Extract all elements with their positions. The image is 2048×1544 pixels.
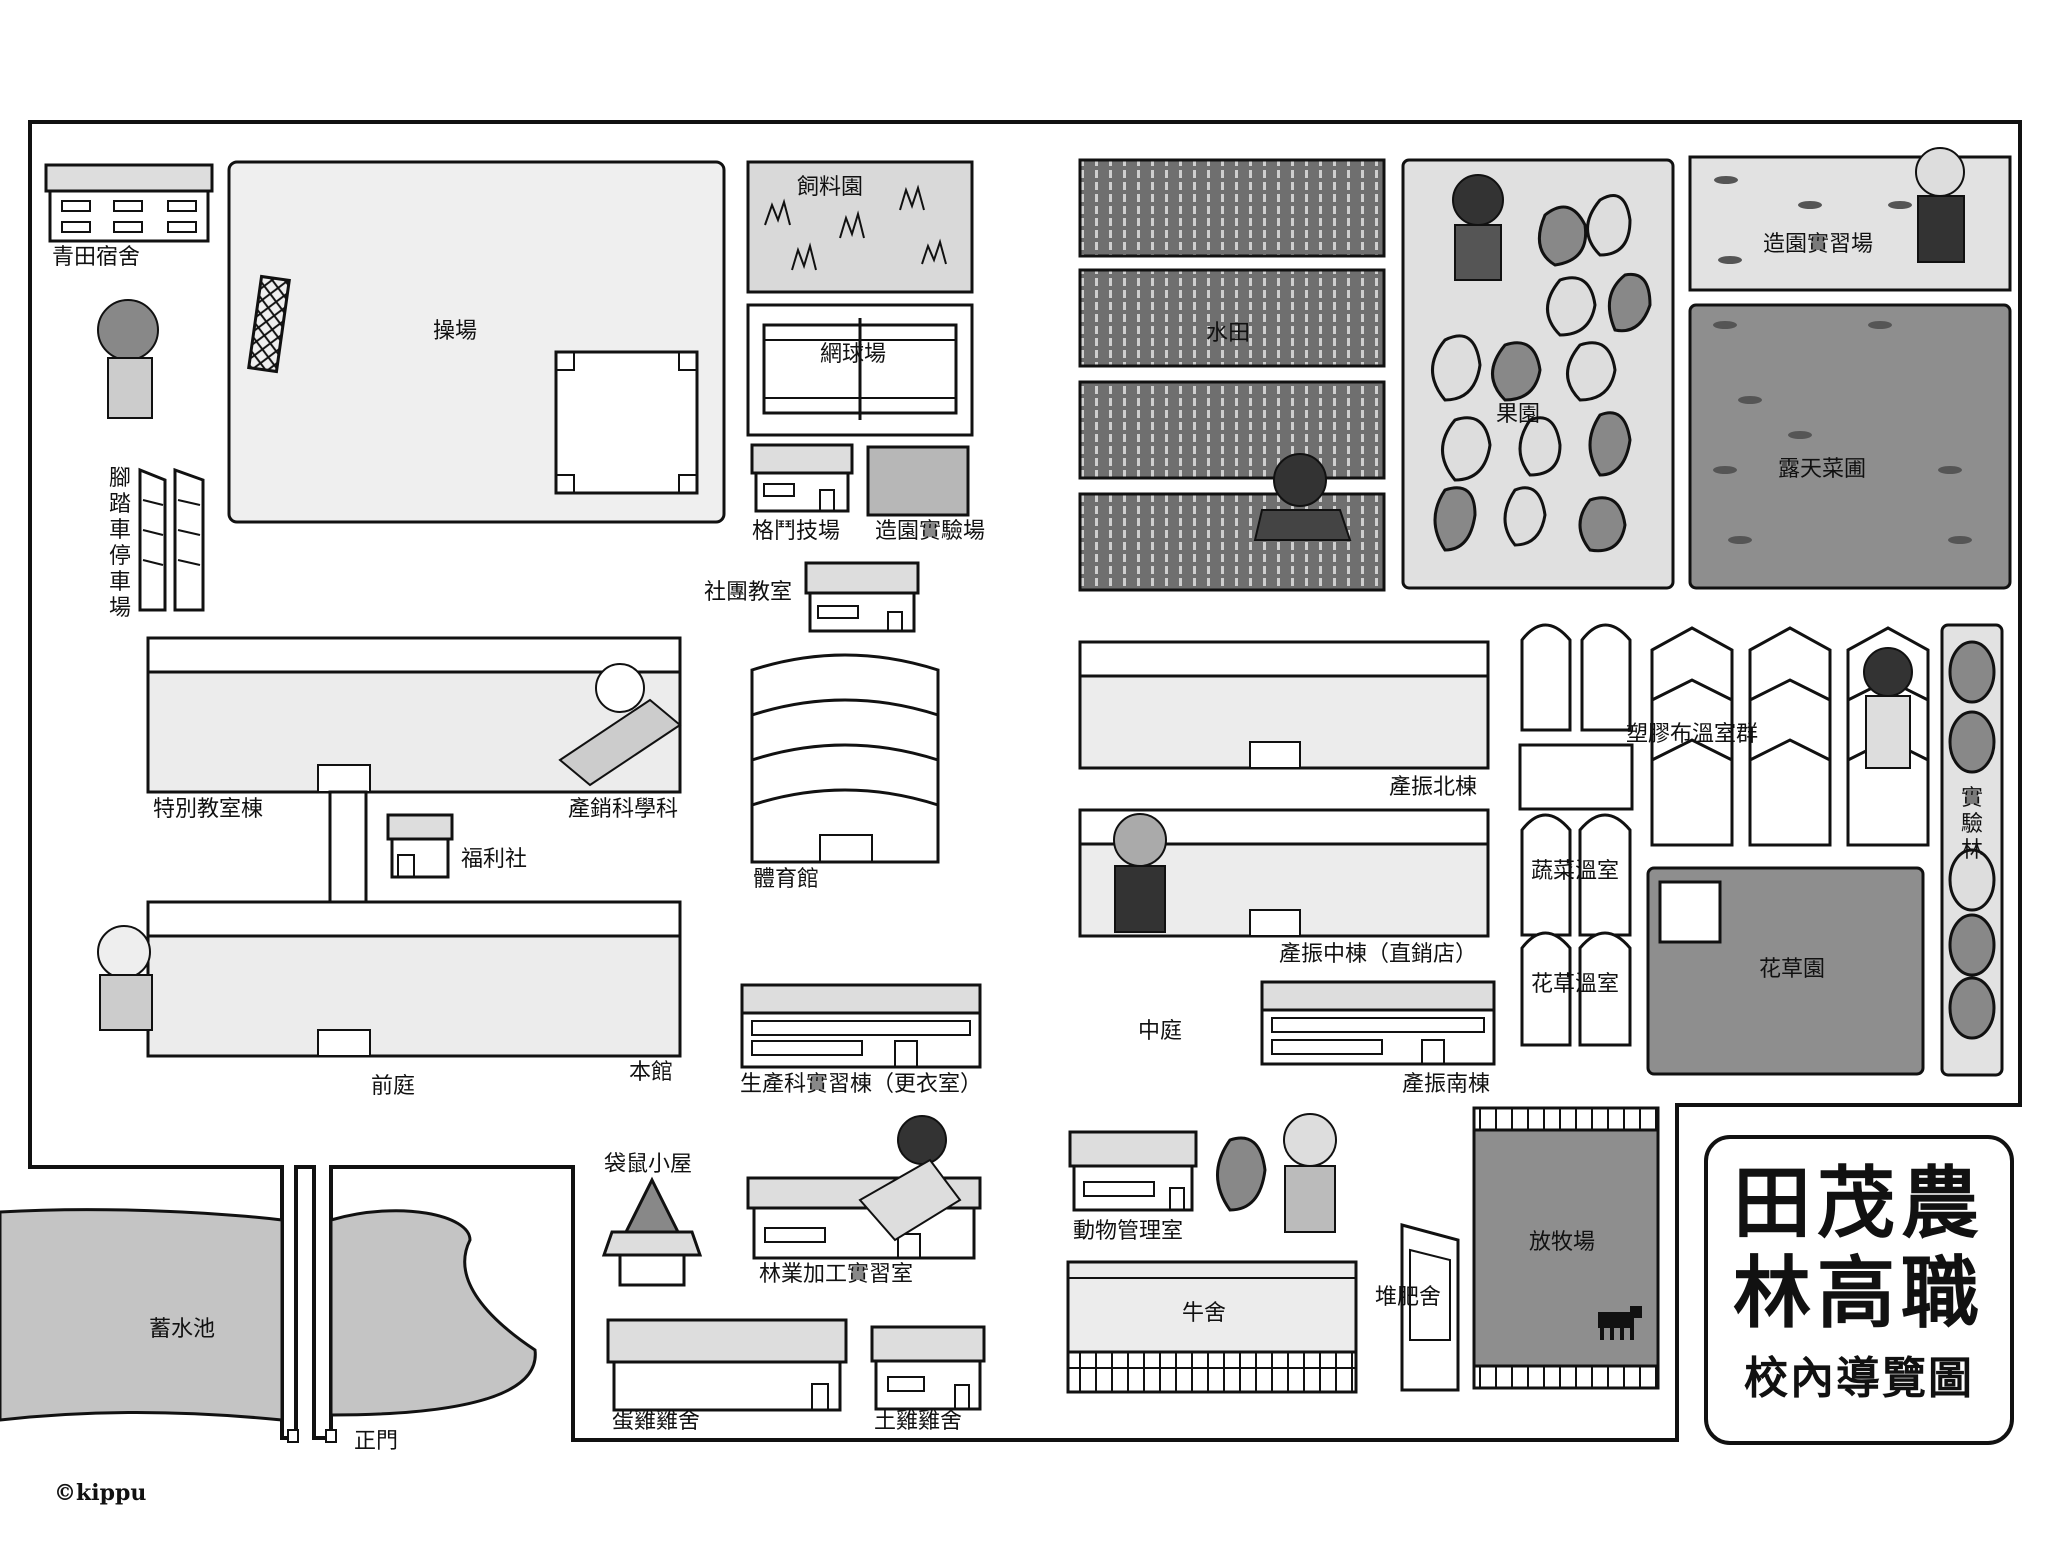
main-building bbox=[146, 900, 682, 1058]
label-compost-shed: 堆肥舍 bbox=[1374, 1285, 1442, 1310]
label-native-chicken-coop: 土雞雞舍 bbox=[873, 1409, 963, 1434]
label-front-yard: 前庭 bbox=[370, 1074, 416, 1099]
label-paddy-field: 水田 bbox=[1205, 321, 1251, 346]
label-playground: 操場 bbox=[432, 319, 478, 344]
label-flower-garden: 花草園 bbox=[1758, 957, 1826, 982]
martial-arts-hall bbox=[750, 443, 854, 513]
tree-icon bbox=[1216, 1136, 1267, 1212]
label-main-gate: 正門 bbox=[353, 1429, 399, 1454]
label-forestry-processing: 林業加工實習室 bbox=[758, 1262, 914, 1287]
label-open-vegetable-garden: 露天菜圃 bbox=[1777, 457, 1867, 482]
tree-icon bbox=[1431, 194, 1652, 553]
production-practice-building bbox=[740, 983, 982, 1069]
map-title-line2: 林高職 bbox=[1732, 1249, 1985, 1339]
label-vegetable-greenhouse: 蔬菜溫室 bbox=[1530, 859, 1620, 884]
label-tennis-court: 網球場 bbox=[819, 342, 887, 367]
label-plastic-greenhouses: 塑膠布溫室群 bbox=[1625, 722, 1759, 747]
label-production-practice: 生產科實習棟（更衣室） bbox=[739, 1072, 983, 1097]
map-title-line1: 田茂農 bbox=[1732, 1159, 1985, 1249]
egg-chicken-coop bbox=[606, 1318, 848, 1412]
label-bicycle-parking: 腳踏車停車場 bbox=[108, 466, 131, 621]
feed-garden bbox=[746, 160, 974, 294]
cow-icon bbox=[1598, 1306, 1642, 1340]
label-landscape-practice: 造園實習場 bbox=[1762, 232, 1874, 257]
gymnasium-building bbox=[750, 653, 940, 864]
compost-shed bbox=[1400, 1223, 1460, 1392]
label-club-room: 社團教室 bbox=[703, 580, 793, 605]
label-kangaroo-hut: 袋鼠小屋 bbox=[603, 1152, 693, 1177]
label-orchard: 果園 bbox=[1495, 402, 1541, 427]
kangaroo-hut bbox=[601, 1176, 703, 1287]
map-title-box: 田茂農 林高職 校內導覽圖 bbox=[1704, 1135, 2014, 1445]
map-title-line3: 校內導覽圖 bbox=[1744, 1353, 1974, 1404]
native-chicken-coop bbox=[870, 1325, 986, 1411]
label-cattle-barn: 牛舍 bbox=[1181, 1301, 1227, 1326]
animal-management-building bbox=[1068, 1130, 1198, 1212]
label-courtyard: 中庭 bbox=[1137, 1019, 1183, 1044]
label-animal-management: 動物管理室 bbox=[1072, 1219, 1184, 1244]
qingtian-dorm-building bbox=[44, 163, 214, 243]
label-welfare-shop: 福利社 bbox=[460, 847, 528, 872]
label-pasture: 放牧場 bbox=[1528, 1230, 1596, 1255]
paddy-fields bbox=[1078, 158, 1386, 592]
label-martial-arts-hall: 格鬥技場 bbox=[751, 519, 841, 544]
grass-icon bbox=[764, 184, 947, 271]
label-experimental-forest: 實驗林 bbox=[1960, 786, 1983, 863]
label-marketing-dept: 產銷科學科 bbox=[567, 797, 679, 822]
special-classroom-building bbox=[146, 636, 682, 794]
industry-north-building bbox=[1078, 640, 1490, 770]
open-vegetable-garden bbox=[1688, 303, 2012, 590]
label-industry-middle: 產振中棟（直銷店） bbox=[1278, 942, 1478, 967]
label-industry-south: 產振南棟 bbox=[1401, 1072, 1491, 1097]
label-egg-chicken-coop: 蛋雞雞舍 bbox=[611, 1409, 701, 1434]
bicycle-parking bbox=[138, 467, 205, 612]
reservoir bbox=[0, 1208, 537, 1422]
label-feed-garden: 飼料園 bbox=[796, 175, 864, 200]
label-gymnasium: 體育館 bbox=[752, 867, 820, 892]
label-landscape-lab: 造園實驗場 bbox=[874, 519, 986, 544]
label-special-classroom: 特別教室棟 bbox=[152, 797, 264, 822]
label-flower-greenhouse: 花草溫室 bbox=[1530, 972, 1620, 997]
label-industry-north: 產振北棟 bbox=[1388, 775, 1478, 800]
cattle-barn bbox=[1066, 1260, 1358, 1394]
landscape-lab bbox=[866, 445, 970, 517]
club-room-building bbox=[804, 561, 920, 633]
pasture bbox=[1472, 1106, 1660, 1390]
chibi-character bbox=[97, 147, 1965, 1242]
label-main-building: 本館 bbox=[628, 1060, 674, 1085]
label-qingtian-dorm: 青田宿舍 bbox=[51, 245, 141, 270]
label-reservoir: 蓄水池 bbox=[148, 1317, 216, 1342]
industry-south-building bbox=[1260, 980, 1496, 1066]
credit-text: ©kippu bbox=[54, 1480, 147, 1506]
welfare-shop bbox=[386, 813, 454, 879]
